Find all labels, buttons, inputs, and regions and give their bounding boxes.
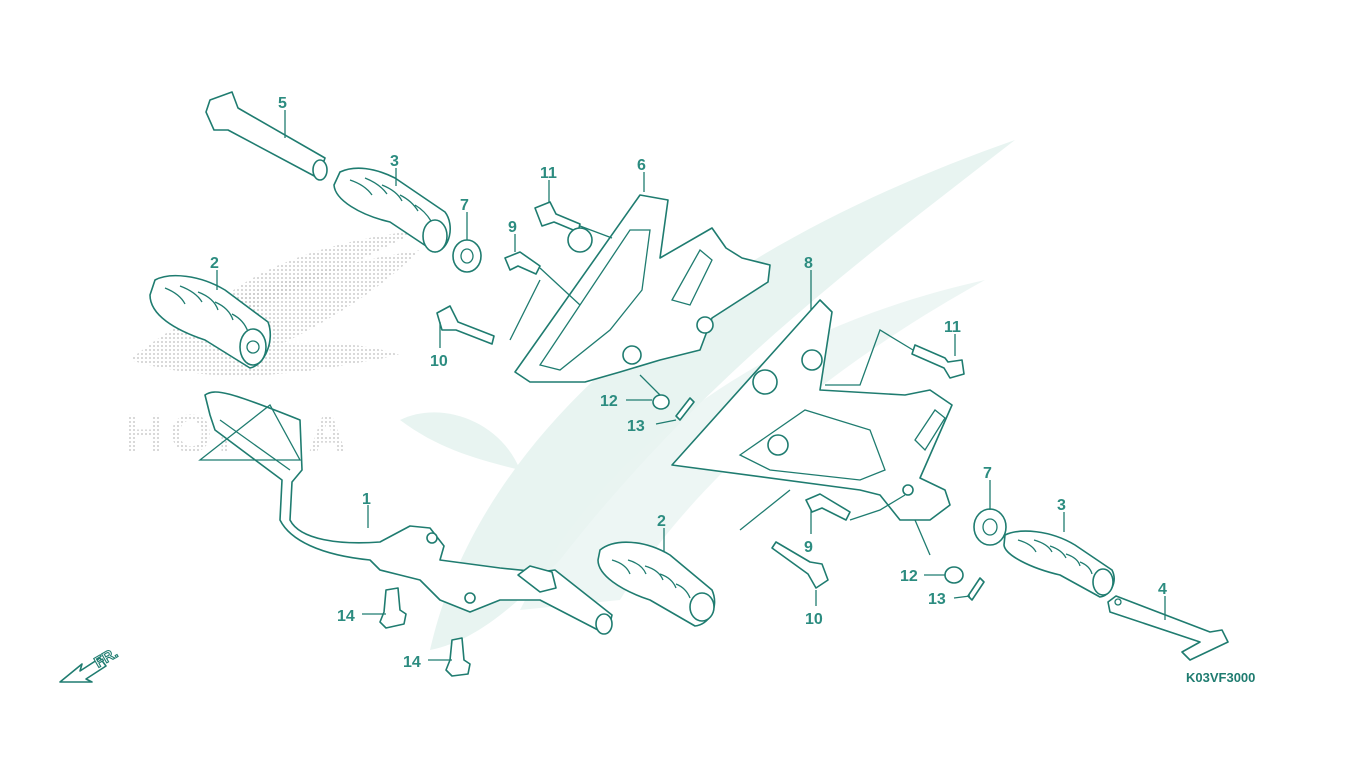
callout-9-right: 9 (804, 539, 813, 556)
callout-13-upper: 13 (627, 418, 645, 435)
callout-2-lower: 2 (657, 513, 666, 530)
callout-5: 4 (1158, 581, 1167, 598)
nut-12-upper (652, 394, 670, 410)
bolt-14-lower (445, 637, 471, 677)
diagram-code: K03VF3000 (1186, 670, 1255, 685)
front-direction-marker: FR. (59, 644, 121, 683)
callout-11-right: 11 (944, 319, 961, 336)
footpeg-rubber-2 (149, 274, 272, 369)
callout-10-upper: 10 (430, 353, 448, 370)
callout-13-right: 13 (928, 591, 946, 608)
footpeg-pin-4 (205, 91, 328, 181)
callout-14-lower: 14 (403, 654, 421, 671)
washer-7-right (973, 508, 1007, 546)
washer-7-upper (452, 239, 482, 273)
callout-12-upper: 12 (600, 393, 618, 410)
honda-wing-watermark (400, 140, 1015, 650)
callout-12-right: 12 (900, 568, 918, 585)
pin-9-right (805, 493, 851, 521)
step-bracket-6 (514, 194, 771, 383)
step-bracket-8 (671, 299, 953, 521)
nut-12-right (944, 566, 964, 584)
bolt-11-upper (534, 201, 581, 233)
callout-6: 6 (637, 157, 646, 174)
footpeg-rubber-3-upper (333, 167, 451, 253)
bolt-10-right (771, 541, 829, 589)
footpeg-pin-5 (1107, 595, 1229, 661)
callout-2: 2 (210, 255, 219, 272)
callout-3-upper: 3 (390, 153, 399, 170)
callout-9-upper: 9 (508, 219, 517, 236)
main-step-bar-1 (198, 391, 613, 635)
callout-11-upper: 11 (540, 165, 557, 182)
callout-10-right: 10 (805, 611, 823, 628)
callout-1: 1 (362, 491, 371, 508)
cotter-pin-13-upper (675, 397, 695, 421)
pin-9-upper (504, 251, 541, 275)
callout-8: 8 (804, 255, 813, 272)
callout-14-left: 14 (337, 608, 355, 625)
footpeg-rubber-3-right (1003, 530, 1115, 598)
footpeg-rubber-lower (597, 541, 716, 627)
callout-labels: 5 3 2 7 9 11 6 10 12 13 1 14 14 2 8 11 7… (210, 95, 1167, 671)
callout-7-upper: 7 (460, 197, 469, 214)
bolt-11-right (911, 344, 965, 379)
callout-4: 5 (278, 95, 287, 112)
cotter-pin-13-right (967, 577, 985, 601)
bolt-14-left (379, 587, 407, 629)
callout-7-right: 7 (983, 465, 992, 482)
leader-lines (216, 110, 1166, 661)
bolt-10-upper (436, 305, 495, 345)
callout-3-right: 3 (1057, 497, 1066, 514)
front-arrow-icon (59, 657, 107, 683)
